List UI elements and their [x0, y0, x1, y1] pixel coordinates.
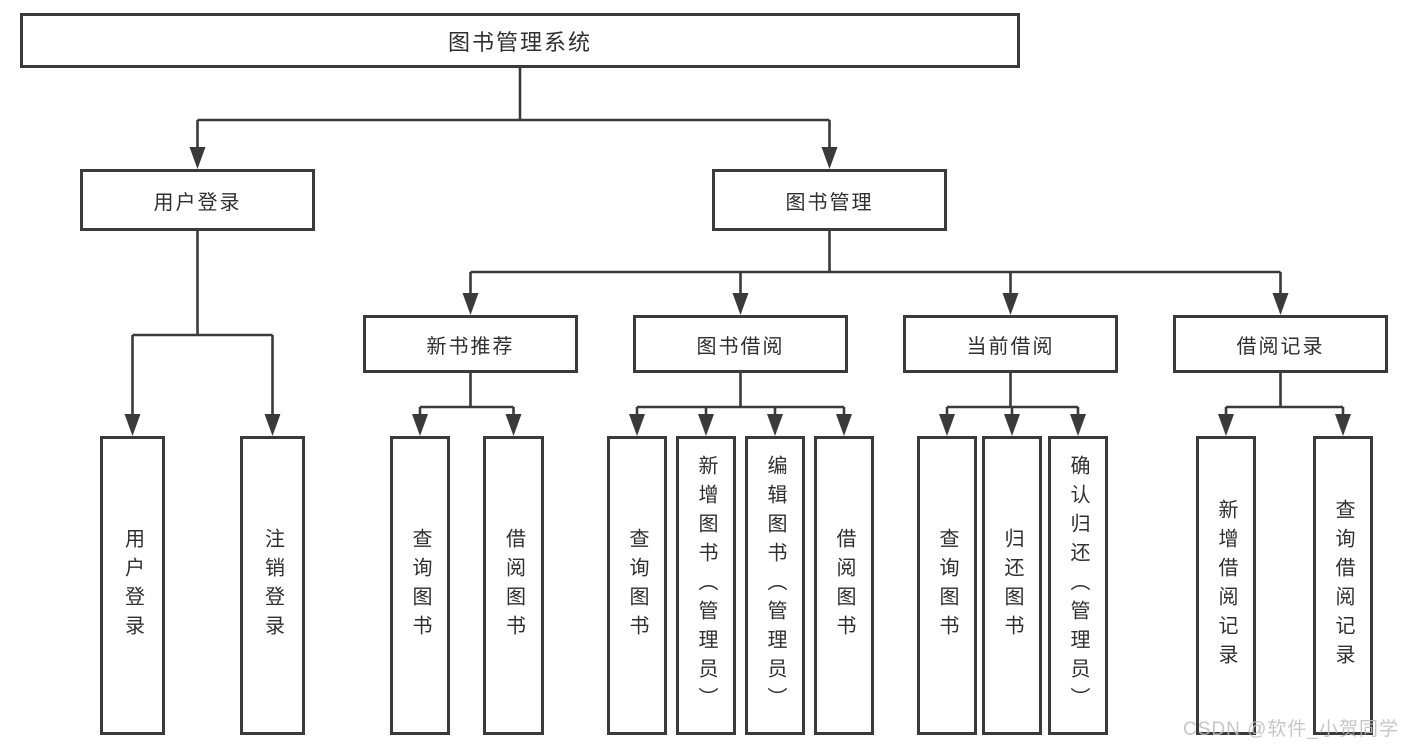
node-current-borrow: 当前借阅 [903, 315, 1118, 373]
leaf-query-books-borrow-label: 查询图书 [626, 527, 648, 644]
node-user-login: 用户登录 [80, 169, 315, 231]
node-root: 图书管理系统 [20, 13, 1020, 68]
node-new-book-recommend-label: 新书推荐 [426, 335, 515, 358]
node-root-label: 图书管理系统 [447, 29, 592, 55]
node-book-borrow-label: 图书借阅 [696, 335, 785, 358]
watermark: CSDN @软件_小贺同学 [1183, 719, 1399, 740]
leaf-query-borrow-record: 查询借阅记录 [1313, 436, 1373, 735]
leaf-query-borrow-record-label: 查询借阅记录 [1332, 498, 1354, 673]
leaf-confirm-return-admin-label: 确认归还（管理员） [1067, 455, 1089, 716]
leaf-query-books-recommend-label: 查询图书 [409, 527, 431, 644]
leaf-query-books-recommend: 查询图书 [390, 436, 450, 735]
leaf-query-books-current: 查询图书 [917, 436, 977, 735]
node-borrow-records-label: 借阅记录 [1236, 335, 1325, 358]
leaf-confirm-return-admin: 确认归还（管理员） [1048, 436, 1108, 735]
node-borrow-records: 借阅记录 [1173, 315, 1388, 373]
leaf-return-books-label: 归还图书 [1001, 527, 1023, 644]
node-user-login-label: 用户登录 [153, 191, 242, 214]
node-book-borrow: 图书借阅 [633, 315, 848, 373]
node-book-management-label: 图书管理 [785, 191, 874, 214]
leaf-borrow-books-recommend: 借阅图书 [483, 436, 544, 735]
leaf-borrow-books-recommend-label: 借阅图书 [502, 527, 525, 644]
leaf-logout-label: 注销登录 [261, 527, 284, 644]
leaf-query-books-borrow: 查询图书 [607, 436, 667, 735]
leaf-user-login-label: 用户登录 [121, 527, 144, 644]
leaf-logout: 注销登录 [240, 436, 305, 735]
leaf-edit-books-admin: 编辑图书（管理员） [745, 436, 805, 735]
node-current-borrow-label: 当前借阅 [966, 335, 1055, 358]
leaf-add-books-admin-label: 新增图书（管理员） [695, 455, 717, 716]
leaf-borrow-books: 借阅图书 [814, 436, 874, 735]
leaf-add-borrow-record: 新增借阅记录 [1196, 436, 1256, 735]
leaf-user-login: 用户登录 [100, 436, 165, 735]
leaf-edit-books-admin-label: 编辑图书（管理员） [764, 455, 786, 716]
leaf-return-books: 归还图书 [982, 436, 1042, 735]
node-book-management: 图书管理 [712, 169, 947, 231]
leaf-add-books-admin: 新增图书（管理员） [676, 436, 736, 735]
leaf-add-borrow-record-label: 新增借阅记录 [1215, 498, 1237, 673]
node-new-book-recommend: 新书推荐 [363, 315, 578, 373]
leaf-borrow-books-label: 借阅图书 [833, 527, 855, 644]
leaf-query-books-current-label: 查询图书 [936, 527, 958, 644]
